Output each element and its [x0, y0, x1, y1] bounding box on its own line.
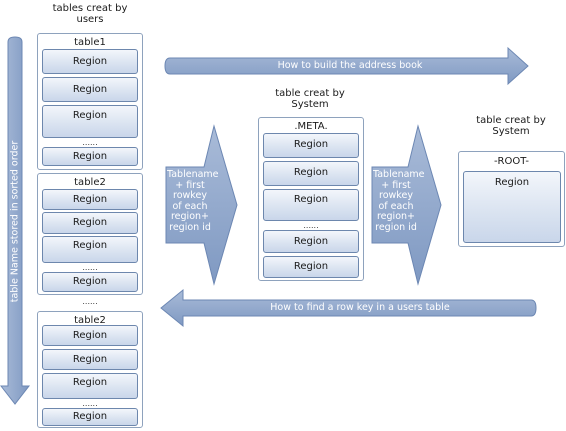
- build-arrow-label: How to build the address book: [277, 60, 423, 71]
- users-tables-header: tables creat by users: [52, 3, 128, 25]
- table2-group-b: table2 Region Region Region ...... Regio…: [37, 311, 143, 428]
- meta-region-4: Region: [263, 230, 359, 253]
- sorted-order-arrow: [0, 36, 31, 405]
- find-arrow: [160, 288, 537, 328]
- bulb-left-label: Tablename + first rowkey of each region+…: [167, 169, 219, 233]
- table2b-region-2: Region: [42, 349, 138, 370]
- find-arrow-label: How to find a row key in a users table: [270, 302, 450, 313]
- meta-region-5: Region: [263, 256, 359, 278]
- sorted-order-label: table Name stored in sorted order: [9, 140, 21, 303]
- meta-region-1: Region: [263, 133, 359, 158]
- meta-title: .META.: [294, 121, 328, 132]
- table2b-dots: ......: [82, 399, 98, 408]
- between-tables-dots: ......: [82, 297, 98, 306]
- table2b-region-3: Region: [42, 373, 138, 399]
- table1-group: table1 Region Region Region ...... Regio…: [37, 33, 143, 170]
- root-header: table creat by System: [476, 115, 546, 137]
- bulb-arrow-right: [371, 124, 442, 286]
- table1-region-2: Region: [42, 77, 138, 102]
- table1-region-1: Region: [42, 49, 138, 74]
- meta-dots: ......: [303, 221, 319, 230]
- root-group: -ROOT- Region: [458, 151, 565, 247]
- build-arrow: [164, 46, 529, 86]
- meta-group: .META. Region Region Region ...... Regio…: [258, 117, 364, 281]
- meta-region-2: Region: [263, 161, 359, 186]
- bulb-right-label: Tablename + first rowkey of each region+…: [373, 169, 425, 233]
- root-title: -ROOT-: [493, 156, 530, 167]
- table2a-region-3: Region: [42, 236, 138, 263]
- table1-region-4: Region: [42, 147, 138, 166]
- table2-group-a: table2 Region Region Region ...... Regio…: [37, 173, 143, 295]
- meta-region-3: Region: [263, 189, 359, 221]
- bulb-arrow-left: [165, 124, 238, 286]
- table2a-dots: ......: [82, 263, 98, 272]
- meta-header: table creat by System: [275, 88, 345, 110]
- table1-dots: ......: [82, 138, 98, 147]
- table2a-region-4: Region: [42, 272, 138, 292]
- table2b-title: table2: [74, 315, 106, 326]
- table1-title: table1: [74, 37, 106, 48]
- table1-region-3: Region: [42, 105, 138, 138]
- table2a-region-2: Region: [42, 212, 138, 234]
- table2b-region-1: Region: [42, 325, 138, 346]
- table2b-region-4: Region: [42, 408, 138, 426]
- table2a-region-1: Region: [42, 189, 138, 210]
- root-region: Region: [463, 171, 561, 243]
- table2a-title: table2: [74, 177, 106, 188]
